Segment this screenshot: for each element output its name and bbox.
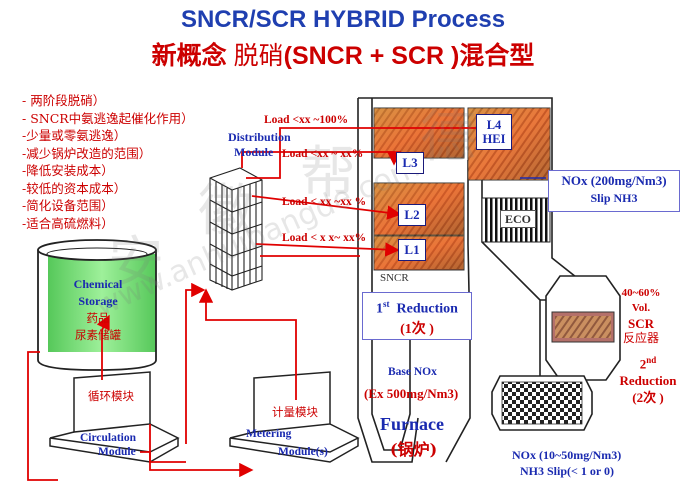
- distribution-line1: Distribution: [228, 130, 291, 144]
- load-label-l3: Load <xx ~ xx%: [282, 148, 364, 160]
- benefit-item: -简化设备范围）: [22, 198, 114, 213]
- furnace-cn-label: (锅炉): [390, 440, 438, 459]
- first-reduction-box: 1st Reduction (1次 ): [362, 292, 472, 340]
- first-reduction-cn: (1次 ): [400, 321, 434, 337]
- second-reduction-label: 2nd Reduction (2次 ): [608, 352, 686, 406]
- scr-cn: 反应器: [622, 331, 659, 345]
- chemical-label-cn2: 尿素储罐: [75, 328, 121, 342]
- benefit-item: -适合高硫燃料）: [22, 215, 114, 231]
- watermark-char: 安: [108, 231, 164, 296]
- benefit-item: -降低安装成本）: [22, 163, 114, 178]
- chemical-storage-label: Chemical Storage 药品 尿素储罐: [50, 276, 146, 344]
- nox-outlet-box: NOx (200mg/Nm3) Slip NH3: [548, 170, 680, 212]
- benefits-list: - 两阶段脱硝） - SNCR中氨逃逸起催化作用） -少量或零氨逃逸） -减少锅…: [22, 92, 194, 232]
- metering-module-device: [229, 371, 360, 463]
- level-hei-text: HEI: [482, 132, 506, 146]
- watermark-char: 徽: [198, 179, 254, 244]
- benefit-item: -较低的资本成本）: [22, 180, 127, 196]
- metering-en2: Module(s): [278, 446, 328, 458]
- first-reduction-title: 1st Reduction: [363, 293, 471, 321]
- distribution-module-label: Distribution Module: [228, 130, 291, 160]
- air-preheater: [491, 375, 593, 431]
- distribution-module-grid: [209, 167, 263, 291]
- base-nox-label: Base NOx: [388, 366, 437, 378]
- metering-cn: 计量模块: [272, 405, 318, 419]
- circulation-cn: 循环模块: [88, 389, 134, 403]
- benefit-item: - 两阶段脱硝）: [22, 93, 106, 108]
- metering-en1: Metering: [246, 428, 292, 440]
- level-l4-text: L4: [486, 118, 502, 132]
- benefit-item: -少量或零氨逃逸）: [22, 128, 127, 143]
- eco-label: ECO: [500, 210, 536, 228]
- load-label-l2: Load < xx ~xx %: [282, 196, 367, 208]
- title-cn-part-a: 新概念: [151, 42, 234, 70]
- chemical-label-en2: Storage: [78, 294, 118, 308]
- benefit-item: -减少锅炉改造的范围）: [22, 145, 152, 161]
- title-cn-part-b: 脱硝: [233, 41, 284, 70]
- second-reduction-num: 2nd: [608, 352, 686, 372]
- sncr-label: SNCR: [380, 272, 409, 284]
- level-box-l2: L2: [398, 204, 426, 226]
- title-english: SNCR/SCR HYBRID Process: [180, 6, 506, 33]
- first-reduction-text: Reduction: [389, 301, 458, 317]
- base-nox-value: (Ex 500mg/Nm3): [364, 386, 459, 401]
- distribution-line2: Module: [234, 145, 274, 159]
- title-chinese: 新概念 脱硝(SNCR + SCR )混合型: [0, 36, 686, 72]
- watermark-char: 帮: [300, 141, 356, 206]
- scr-reactor: [545, 275, 621, 381]
- second-reduction-digit: 2: [639, 356, 647, 372]
- first-reduction-num: 1: [376, 301, 384, 317]
- load-label-top: Load <xx ~100%: [264, 114, 349, 126]
- chemical-label-cn1: 药品: [86, 311, 110, 325]
- second-reduction-cn: (2次 ): [632, 390, 664, 406]
- second-reduction-sup: nd: [646, 355, 657, 365]
- scr-label-group: 40~60% Vol. SCR 反应器: [606, 286, 676, 346]
- level-box-l4-hei: L4 HEI: [476, 114, 512, 150]
- circulation-en2: Module: [98, 446, 136, 458]
- furnace-label: Furnace: [380, 414, 444, 434]
- scr-volume-pct: 40~60%: [621, 287, 661, 299]
- scr-title: SCR: [627, 316, 654, 331]
- benefit-item: - SNCR中氨逃逸起催化作用）: [22, 110, 194, 126]
- title-cn-part-c: (SNCR + SCR )混合型: [283, 42, 535, 70]
- level-box-l1: L1: [398, 239, 426, 261]
- nox-outlet-value: NOx (200mg/Nm3): [561, 173, 667, 188]
- watermark-char: 德: [420, 105, 476, 170]
- nox-final-value: NOx (10~50mg/Nm3): [512, 448, 622, 462]
- chemical-label-en1: Chemical: [73, 277, 123, 291]
- circulation-en1: Circulation: [80, 432, 137, 444]
- nh3-slip-value: NH3 Slip(< 1 or 0): [520, 464, 614, 478]
- nox-outlet-line2: Slip NH3: [590, 191, 638, 205]
- first-reduction-sup: st: [383, 299, 390, 309]
- level-box-l3: L3: [396, 152, 424, 174]
- nox-outlet-line1: NOx (200mg/Nm3): [549, 171, 679, 191]
- scr-volume-unit: Vol.: [631, 302, 651, 314]
- load-label-l1: Load < x x~ xx%: [282, 232, 367, 244]
- second-reduction-text: Reduction: [619, 373, 677, 389]
